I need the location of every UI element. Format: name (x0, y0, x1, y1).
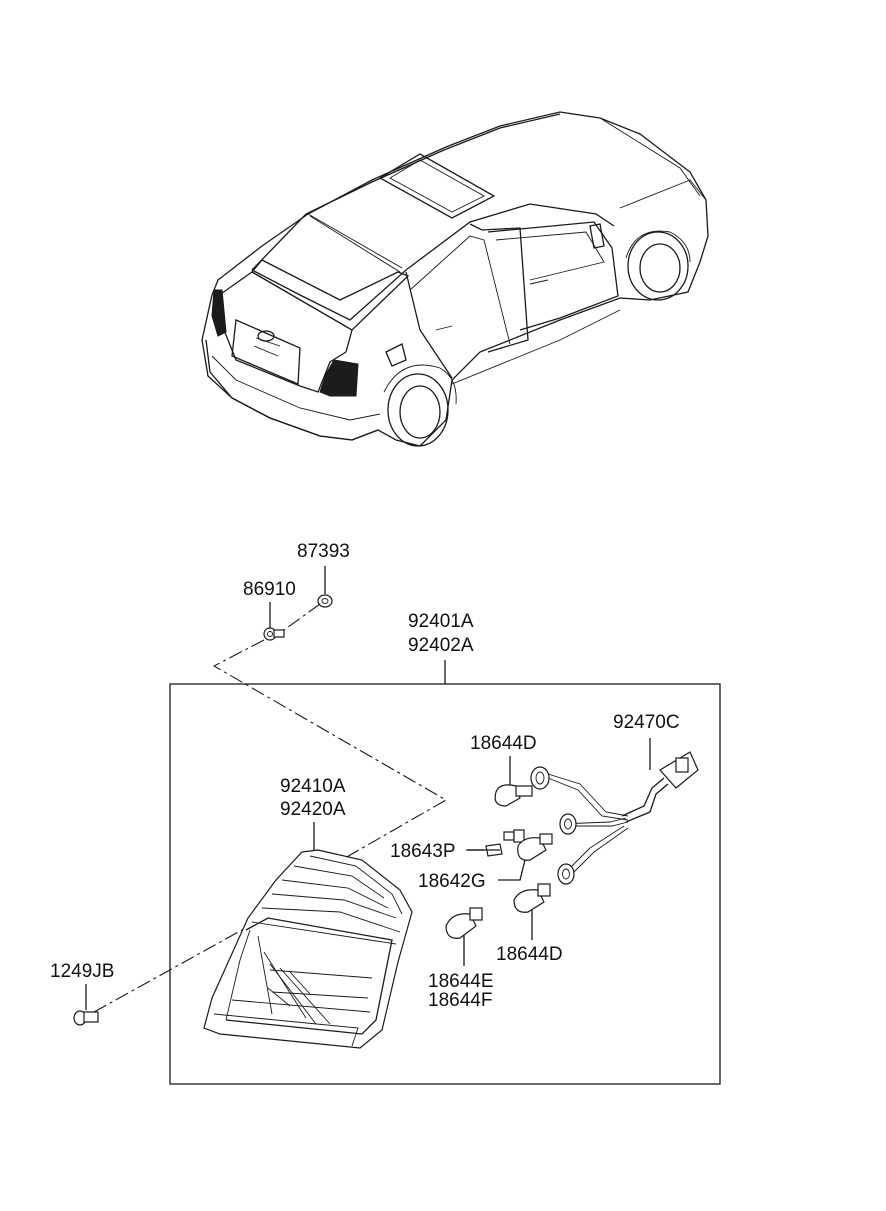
bulb-18642G (498, 833, 553, 881)
label-92402A: 92402A (408, 635, 474, 656)
grommet-86910 (263, 602, 285, 641)
label-18644D-top: 18644D (470, 733, 537, 754)
nut-87393 (317, 566, 333, 608)
screw-1249JB (73, 984, 99, 1026)
bulb-18643P (468, 829, 525, 857)
bulb-18644D-bottom (513, 883, 551, 940)
label-18643P: 18643P (390, 841, 456, 862)
label-18644E: 18644E (428, 971, 494, 992)
tail-lamp-lens-92410A (203, 822, 413, 1049)
label-92410A: 92410A (280, 776, 346, 797)
label-92420A: 92420A (280, 799, 346, 820)
label-18644D-bottom: 18644D (496, 944, 563, 965)
label-18644F: 18644F (428, 990, 492, 1011)
car-illustration (201, 111, 709, 447)
label-92470C: 92470C (613, 712, 680, 733)
label-18642G: 18642G (418, 871, 486, 892)
bulb-18644D-top (494, 756, 533, 807)
label-86910: 86910 (243, 579, 296, 600)
label-1249JB: 1249JB (50, 961, 114, 982)
wiring-harness-92470C (530, 738, 699, 885)
label-87393: 87393 (297, 541, 350, 562)
label-92401A: 92401A (408, 611, 474, 632)
bulb-18644E-F (445, 907, 483, 966)
